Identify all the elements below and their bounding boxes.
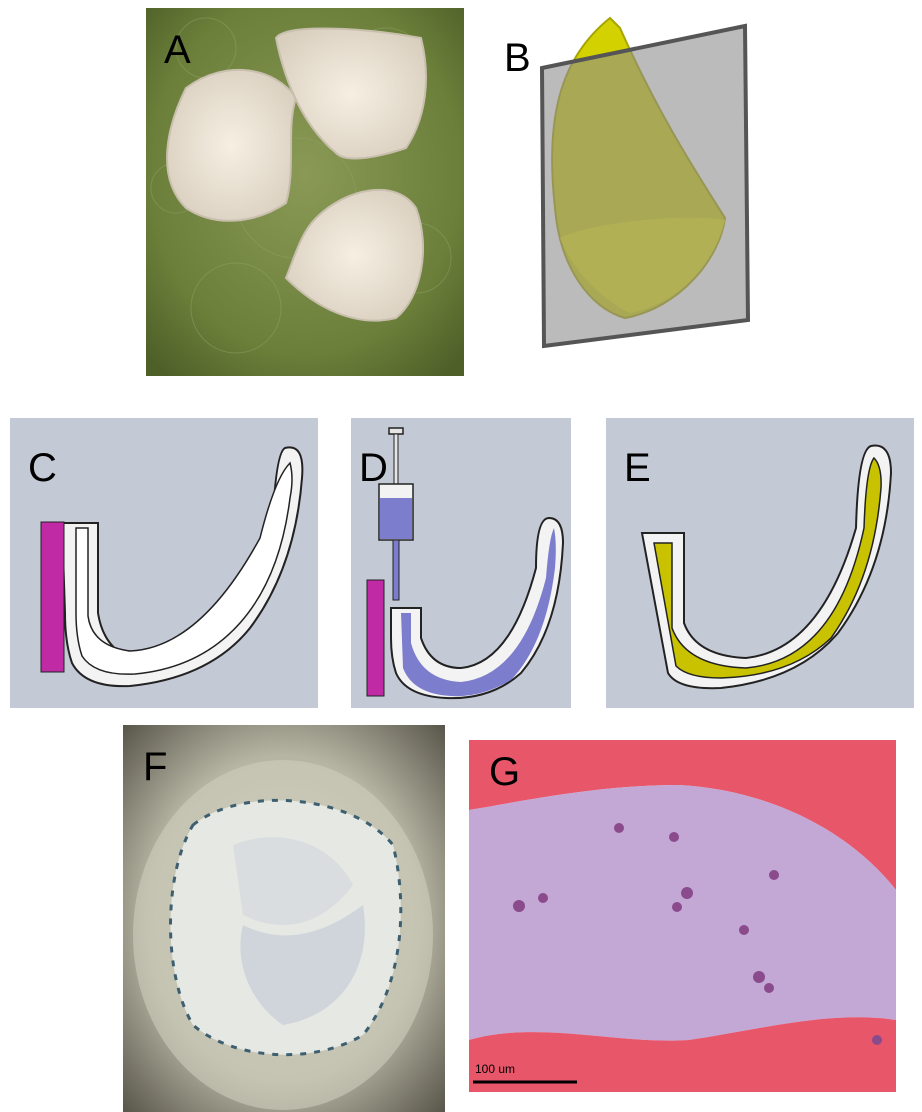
panel-a-photo: A (146, 8, 464, 376)
panel-g-histology: G 100 um (469, 740, 896, 1092)
panel-b-render: B (500, 8, 760, 353)
panel-e-schematic: E (606, 418, 914, 708)
leaflet-3d-render (500, 8, 760, 353)
valve-construct-photo (123, 725, 445, 1112)
magenta-bar-c (41, 522, 64, 672)
panel-label-e: E (624, 448, 651, 488)
panel-c-schematic: C (10, 418, 318, 708)
panel-f-photo: F (123, 725, 445, 1112)
panel-label-c: C (28, 448, 57, 488)
panel-label-d: D (359, 448, 388, 488)
magenta-bar-d (367, 580, 384, 696)
leaflets-photo (146, 8, 464, 376)
scale-bar-label: 100 um (475, 1062, 515, 1076)
panel-label-b: B (504, 38, 531, 78)
histology-image (469, 740, 896, 1092)
panel-d-schematic: D (351, 418, 571, 708)
panel-label-f: F (143, 747, 167, 787)
panel-label-g: G (489, 752, 520, 792)
filled-leaflet-schematic-e (606, 418, 914, 708)
panel-label-a: A (164, 30, 191, 70)
